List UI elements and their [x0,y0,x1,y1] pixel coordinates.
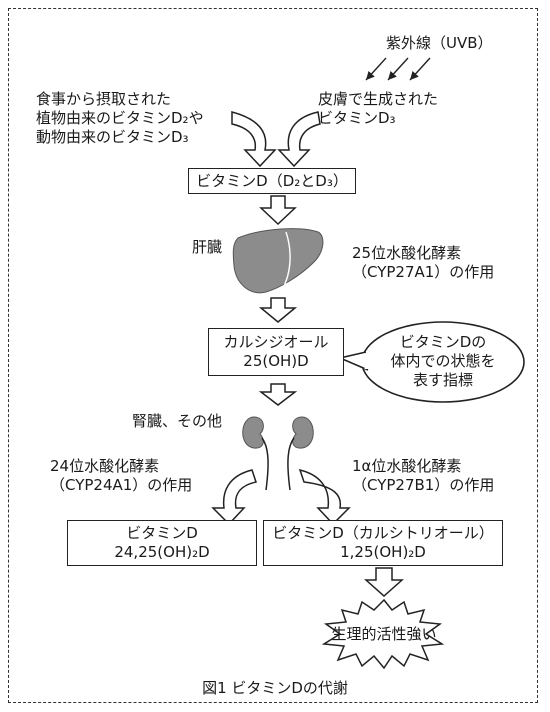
enzyme-25-line-2: （CYP27A1）の作用 [352,263,495,281]
calcidiol-line-1: カルシジオール [223,333,329,351]
down-arrow-to-calcidiol [258,297,298,323]
uvb-ray-1 [365,57,387,81]
liver-shape [232,228,324,294]
vitd-2425-line-2: 24,25(OH)₂D [114,543,210,561]
down-arrow-to-kidney [258,383,298,406]
burst-label: 生理的活性強い [331,625,437,643]
calcitriol-box: ビタミンD（カルシトリオール） 1,25(OH)₂D [263,520,503,566]
bubble-line-1: ビタミンDの [399,333,487,351]
diet-line-1: 食事から摂取された [36,90,172,108]
bubble-line-3: 表す指標 [412,371,473,389]
activity-burst [321,598,445,670]
uvb-ray-3 [409,57,431,81]
liver-label: 肝臓 [192,238,223,256]
enzyme-1a-line-2: （CYP27B1）の作用 [352,476,495,494]
vitd-2425-box: ビタミンD 24,25(OH)₂D [67,520,257,566]
enzyme-1a-line-1: 1α位水酸化酵素 [352,457,462,475]
vitamin-d-box: ビタミンD（D₂とD₃） [188,168,356,194]
curved-arrow-left [211,469,257,526]
kidney-right [292,416,314,449]
calcitriol-line-2: 1,25(OH)₂D [340,543,426,561]
uvb-label: 紫外線（UVB） [386,34,493,52]
calcidiol-box: カルシジオール 25(OH)D [208,328,344,376]
calcidiol-line-2: 25(OH)D [243,352,309,370]
down-arrow-to-liver [259,195,297,226]
skin-line-1: 皮膚で生成された [318,90,439,108]
vitd-2425-line-1: ビタミンD [126,524,198,542]
enzyme-25-line-1: 25位水酸化酵素 [352,244,462,262]
skin-line-2: ビタミンD₃ [318,109,396,127]
down-arrow-to-burst [364,567,404,598]
enzyme-24-line-1: 24位水酸化酵素 [50,457,160,475]
figure-caption: 図1 ビタミンDの代謝 [202,679,348,697]
kidney-left [242,416,264,449]
diet-line-3: 動物由来のビタミンD₃ [36,128,189,146]
uvb-ray-2 [387,57,409,81]
diet-line-2: 植物由来のビタミンD₂や [36,109,204,127]
curved-arrow-right [298,468,351,526]
figure-frame [8,8,538,703]
enzyme-24-line-2: （CYP24A1）の作用 [50,476,193,494]
curved-arrow-skin [277,111,321,168]
kidney-label: 腎臓、その他 [132,412,223,430]
calcitriol-line-1: ビタミンD（カルシトリオール） [272,524,494,542]
bubble-line-2: 体内での状態を [390,352,496,370]
curved-arrow-diet [231,111,277,168]
